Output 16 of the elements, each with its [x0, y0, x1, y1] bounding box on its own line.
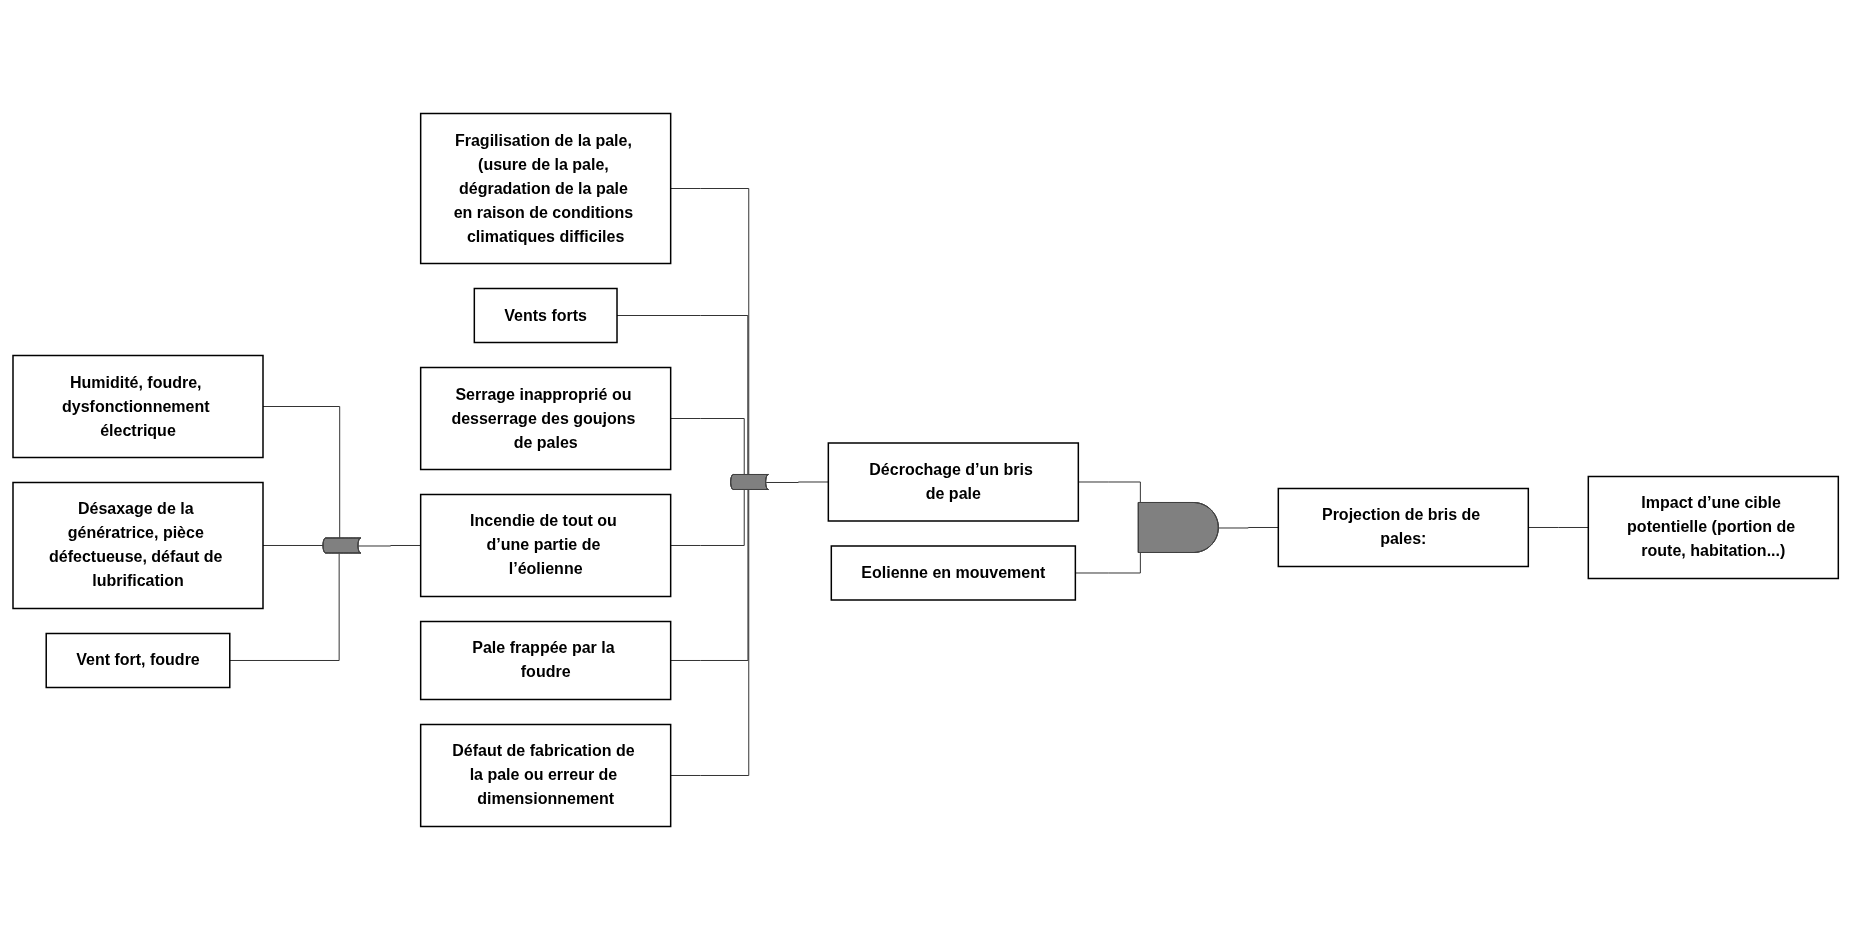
node-box: Défaut de fabrication de la pale ou erreur de dimensionnement: [420, 723, 672, 828]
connector: [1078, 481, 1142, 504]
connector: [358, 545, 422, 547]
node-box: Vent fort, foudre: [45, 632, 231, 689]
node-box: Désaxage de la génératrice, pièce défectueuse, défaut de lubrification: [12, 481, 265, 610]
node-box: Pale frappée par la foudre: [420, 620, 672, 701]
connector: [1075, 552, 1142, 574]
node-box: Incendie de tout ou d’une partie de l’éolienne: [420, 493, 672, 598]
node-box: Vents forts: [473, 287, 619, 344]
node-box: Décrochage d’un bris de pale: [827, 442, 1080, 522]
node-box: Fragilisation de la pale, (usure de la pale, dégradation de la pale en raison de conditions climatiques difficiles: [420, 112, 672, 265]
node-box: Projection de bris de pales:: [1277, 487, 1530, 568]
node-box: Humidité, foudre, dysfonctionnement électrique: [12, 354, 265, 459]
node-box: Serrage inapproprié ou desserrage des goujons de pales: [420, 366, 672, 471]
node-box: Eolienne en mouvement: [830, 545, 1077, 601]
node-box: Impact d’une cible potentielle (portion de route, habitation...): [1587, 475, 1840, 580]
